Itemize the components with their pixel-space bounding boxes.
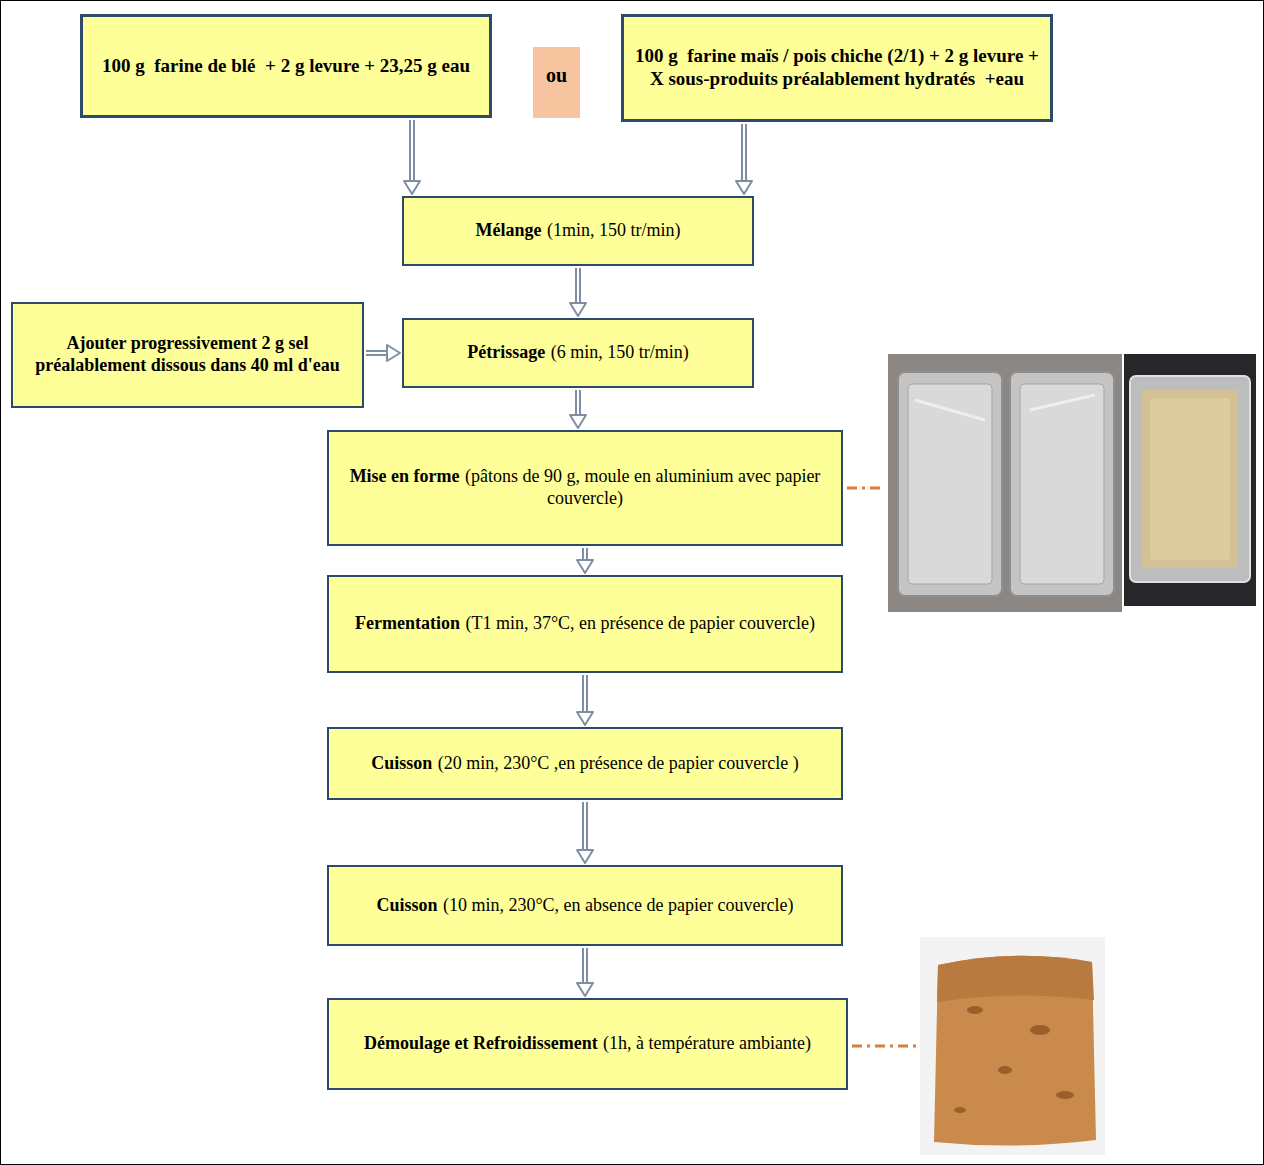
bread-photo — [920, 937, 1105, 1155]
arrow-shaft — [582, 675, 588, 712]
dough-photo — [1124, 354, 1256, 606]
text-wrap: Mélange(1min, 150 tr/min) — [476, 220, 681, 242]
arrow-shaft-core — [366, 352, 387, 354]
arrow-shaft-core — [584, 548, 586, 560]
flow-arrow — [570, 268, 586, 316]
text-wrap: Pétrissage (6 min, 150 tr/min) — [467, 342, 688, 364]
arrow-shaft — [575, 268, 581, 303]
arrow-shaft — [741, 124, 747, 181]
arrow-shaft — [575, 390, 581, 415]
flow-arrow — [736, 124, 752, 194]
flow-arrow — [366, 345, 400, 361]
connector-word-box: ou — [533, 47, 580, 118]
arrow-shaft-core — [584, 802, 586, 850]
process-box: Mise en forme(pâtons de 90 g, moule en a… — [327, 430, 843, 546]
arrow-shaft — [409, 120, 415, 181]
step-detail: (T1 min, 37°C, en présence de papier cou… — [465, 613, 815, 633]
step-detail: (pâtons de 90 g, moule en aluminium avec… — [465, 466, 825, 508]
flow-arrow — [570, 390, 586, 428]
step-title: 100 g farine maïs / pois chiche (2/1) + … — [635, 45, 1044, 89]
tray-photo — [888, 354, 1122, 612]
process-box: 100 g farine maïs / pois chiche (2/1) + … — [621, 14, 1053, 122]
text-wrap: 100 g farine de blé + 2 g levure + 23,25… — [102, 55, 470, 78]
text-wrap: Cuisson(10 min, 230°C, en absence de pap… — [377, 895, 794, 917]
text-wrap: Ajouter progressivement 2 g sel préalabl… — [23, 333, 352, 376]
arrow-head — [577, 712, 593, 725]
arrow-head — [570, 303, 586, 316]
process-box: Fermentation(T1 min, 37°C, en présence d… — [327, 575, 843, 673]
arrow-head — [577, 850, 593, 863]
text-wrap: Cuisson (20 min, 230°C ,en présence de pa… — [371, 753, 798, 775]
process-box: Pétrissage (6 min, 150 tr/min) — [402, 318, 754, 388]
process-box: Cuisson(10 min, 230°C, en absence de pap… — [327, 865, 843, 946]
step-title: Cuisson — [377, 895, 438, 915]
arrow-head — [577, 983, 593, 996]
flow-arrow — [577, 675, 593, 725]
flow-arrow — [577, 802, 593, 863]
step-title: Fermentation — [355, 613, 460, 633]
step-title: Mise en forme — [350, 466, 460, 486]
flow-arrow — [577, 548, 593, 573]
step-detail: (6 min, 150 tr/min) — [551, 342, 689, 362]
text-wrap: Fermentation(T1 min, 37°C, en présence d… — [355, 613, 815, 635]
process-box: Ajouter progressivement 2 g sel préalabl… — [11, 302, 364, 408]
process-box: 100 g farine de blé + 2 g levure + 23,25… — [80, 14, 492, 118]
arrow-shaft — [582, 948, 588, 983]
arrow-head — [570, 415, 586, 428]
arrow-head — [577, 560, 593, 573]
step-title: 100 g farine de blé + 2 g levure + 23,25… — [102, 55, 470, 76]
process-box: Mélange(1min, 150 tr/min) — [402, 196, 754, 266]
text-wrap: 100 g farine maïs / pois chiche (2/1) + … — [634, 45, 1040, 91]
arrow-shaft — [582, 802, 588, 850]
flow-arrow — [404, 120, 420, 194]
process-box: Cuisson (20 min, 230°C ,en présence de pa… — [327, 727, 843, 800]
step-detail: (10 min, 230°C, en absence de papier cou… — [443, 895, 794, 915]
process-box: Démoulage et Refroidissement(1h, à tempé… — [327, 998, 848, 1090]
leader-line — [847, 488, 916, 1046]
arrow-head — [736, 181, 752, 194]
arrow-head — [387, 345, 400, 361]
arrow-shaft — [366, 350, 387, 356]
step-title: Mélange — [476, 220, 542, 240]
step-detail: (1min, 150 tr/min) — [547, 220, 681, 240]
arrow-head — [404, 181, 420, 194]
text-wrap: Mise en forme(pâtons de 90 g, moule en a… — [339, 466, 831, 509]
step-title: ou — [546, 64, 567, 86]
text-wrap: ou — [546, 63, 567, 87]
arrow-shaft-core — [584, 675, 586, 712]
step-title: Pétrissage — [467, 342, 545, 362]
flow-arrow — [577, 948, 593, 996]
step-title: Cuisson — [371, 753, 432, 773]
arrow-shaft — [582, 548, 588, 560]
step-detail: (1h, à température ambiante) — [603, 1033, 811, 1053]
text-wrap: Démoulage et Refroidissement(1h, à tempé… — [364, 1033, 811, 1055]
arrow-shaft-core — [577, 268, 579, 303]
arrow-shaft-core — [411, 120, 413, 181]
arrow-shaft-core — [743, 124, 745, 181]
arrow-shaft-core — [584, 948, 586, 983]
arrow-shaft-core — [577, 390, 579, 415]
step-title: Ajouter progressivement 2 g sel préalabl… — [35, 333, 340, 375]
step-title: Démoulage et Refroidissement — [364, 1033, 598, 1053]
step-detail: (20 min, 230°C ,en présence de papier co… — [438, 753, 799, 773]
